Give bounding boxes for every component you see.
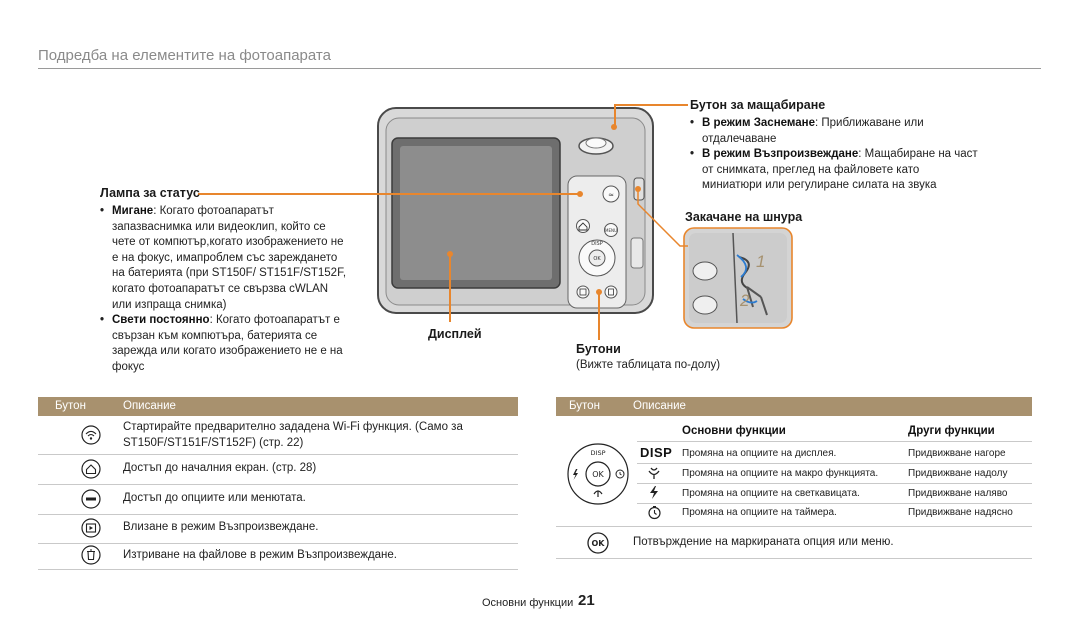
table-row: Достъп до опциите или менютата.: [38, 484, 518, 515]
camera-illustration: ≈ MENU DISP OK: [377, 107, 654, 314]
left-col-button: Бутон: [55, 400, 86, 412]
right-col-desc: Описание: [633, 400, 686, 412]
macro-icon: [648, 467, 660, 479]
camera-menu-label: MENU: [605, 228, 617, 233]
table-row: Стартирайте предварително зададена Wi-Fi…: [38, 416, 518, 455]
buttons-callout-dot: [596, 289, 602, 295]
disp-label: DISP: [640, 445, 673, 460]
row-divider: [637, 483, 1032, 484]
table-row: Влизане в режим Възпроизвеждане.: [38, 514, 518, 544]
macro-basic: Промяна на опциите на макро функцията.: [682, 468, 879, 479]
left-table-header: Бутон Описание: [38, 397, 518, 416]
strap-step-2: 2: [740, 291, 750, 310]
macro-other: Придвижване надолу: [908, 468, 1008, 479]
footer-section-label: Основни функции: [482, 597, 574, 609]
play-text: : Мащабиране на част от снимката, прегле…: [702, 148, 978, 192]
right-col-button: Бутон: [569, 400, 600, 412]
table-bottom-rule: [556, 558, 1032, 559]
status-lamp-callout-dot: [577, 191, 583, 197]
zoom-list: В режим Заснемане: Приближаване или отда…: [690, 116, 982, 194]
subheader-divider: [637, 441, 1032, 442]
page-title: Подредба на елементите на фотоапарата: [38, 47, 331, 64]
menu-icon: [81, 489, 101, 509]
dpad-illustration: OK DISP: [567, 443, 629, 505]
strap-illustration: [683, 227, 793, 329]
right-table-header: Бутон Описание: [556, 397, 1032, 416]
zoom-heading: Бутон за мащабиране: [690, 98, 826, 112]
row-divider: [637, 503, 1032, 504]
timer-icon: [648, 505, 661, 520]
playback-icon: [81, 518, 101, 538]
buttons-callout-line: [598, 292, 600, 340]
left-col-desc: Описание: [123, 400, 176, 412]
status-lamp-steady-item: Свети постоянно: Когато фотоапаратът е с…: [100, 313, 348, 375]
other-functions-header: Други функции: [908, 425, 995, 437]
camera-disp-label: DISP: [591, 241, 603, 247]
dpad-ok-label: OK: [592, 470, 604, 479]
camera-ok-label: OK: [593, 256, 601, 262]
trash-icon: [81, 545, 101, 565]
title-divider: [38, 68, 1041, 69]
flash-basic: Промяна на опциите на светкавицата.: [682, 488, 860, 499]
ok-description: Потвърждение на маркираната опция или ме…: [633, 536, 894, 548]
table-row: Достъп до началния екран. (стр. 28): [38, 454, 518, 485]
row-divider: [637, 463, 1032, 464]
row-divider: [556, 526, 1032, 527]
row-text: Достъп до началния екран. (стр. 28): [123, 462, 317, 474]
display-label: Дисплей: [428, 327, 482, 341]
row-text: Стартирайте предварително зададена Wi-Fi…: [123, 421, 463, 449]
status-lamp-callout-line: [198, 193, 580, 195]
blink-text: : Когато фотоапаратът запазваснимка или …: [112, 205, 347, 311]
svg-text:≈: ≈: [608, 191, 614, 199]
disp-basic: Промяна на опциите на дисплея.: [682, 448, 837, 459]
zoom-play-item: В режим Възпроизвеждане: Мащабиране на ч…: [690, 147, 982, 194]
flash-other: Придвижване наляво: [908, 488, 1008, 499]
status-lamp-list: Мигане: Когато фотоапаратът запазваснимк…: [100, 204, 348, 376]
flash-icon: [650, 486, 658, 499]
steady-term: Свети постоянно: [112, 314, 210, 327]
zoom-callout-h: [614, 104, 688, 106]
buttons-label: Бутони: [576, 342, 621, 356]
basic-functions-header: Основни функции: [682, 425, 786, 437]
display-callout-line: [449, 254, 451, 322]
wifi-icon: [81, 425, 101, 445]
display-callout-dot: [447, 251, 453, 257]
disp-other: Придвижване нагоре: [908, 448, 1006, 459]
ok-icon: OK: [587, 532, 609, 554]
strap-heading: Закачане на шнура: [685, 210, 803, 224]
buttons-note: (Вижте таблицата по-долу): [576, 359, 721, 371]
home-icon: [81, 459, 101, 479]
zoom-shoot-item: В режим Заснемане: Приближаване или отда…: [690, 116, 982, 147]
strap-step-1: 1: [756, 252, 766, 271]
blink-term: Мигане: [112, 205, 154, 217]
shoot-text: : Приближаване или отдалечаване: [702, 117, 924, 145]
row-text: Влизане в режим Възпроизвеждане.: [123, 521, 319, 533]
zoom-callout-v: [614, 104, 616, 126]
zoom-callout-dot: [611, 124, 617, 130]
dpad-disp-label: DISP: [591, 449, 606, 457]
page-number: 21: [578, 592, 595, 609]
timer-other: Придвижване надясно: [908, 507, 1013, 518]
play-term: В режим Възпроизвеждане: [702, 148, 859, 161]
status-lamp-heading: Лампа за статус: [100, 186, 200, 200]
steady-text: : Когато фотоапаратът е свързан към комп…: [112, 314, 343, 373]
shoot-term: В режим Заснемане: [702, 117, 815, 129]
row-text: Изтриване на файлове в режим Възпроизвеж…: [123, 549, 397, 561]
table-row: Изтриване на файлове в режим Възпроизвеж…: [38, 543, 518, 570]
row-text: Достъп до опциите или менютата.: [123, 492, 306, 504]
ok-icon-label: OK: [592, 539, 606, 548]
timer-basic: Промяна на опциите на таймера.: [682, 507, 837, 518]
strap-callout-line: [635, 186, 688, 247]
status-lamp-blink-item: Мигане: Когато фотоапаратът запазваснимк…: [100, 204, 348, 313]
